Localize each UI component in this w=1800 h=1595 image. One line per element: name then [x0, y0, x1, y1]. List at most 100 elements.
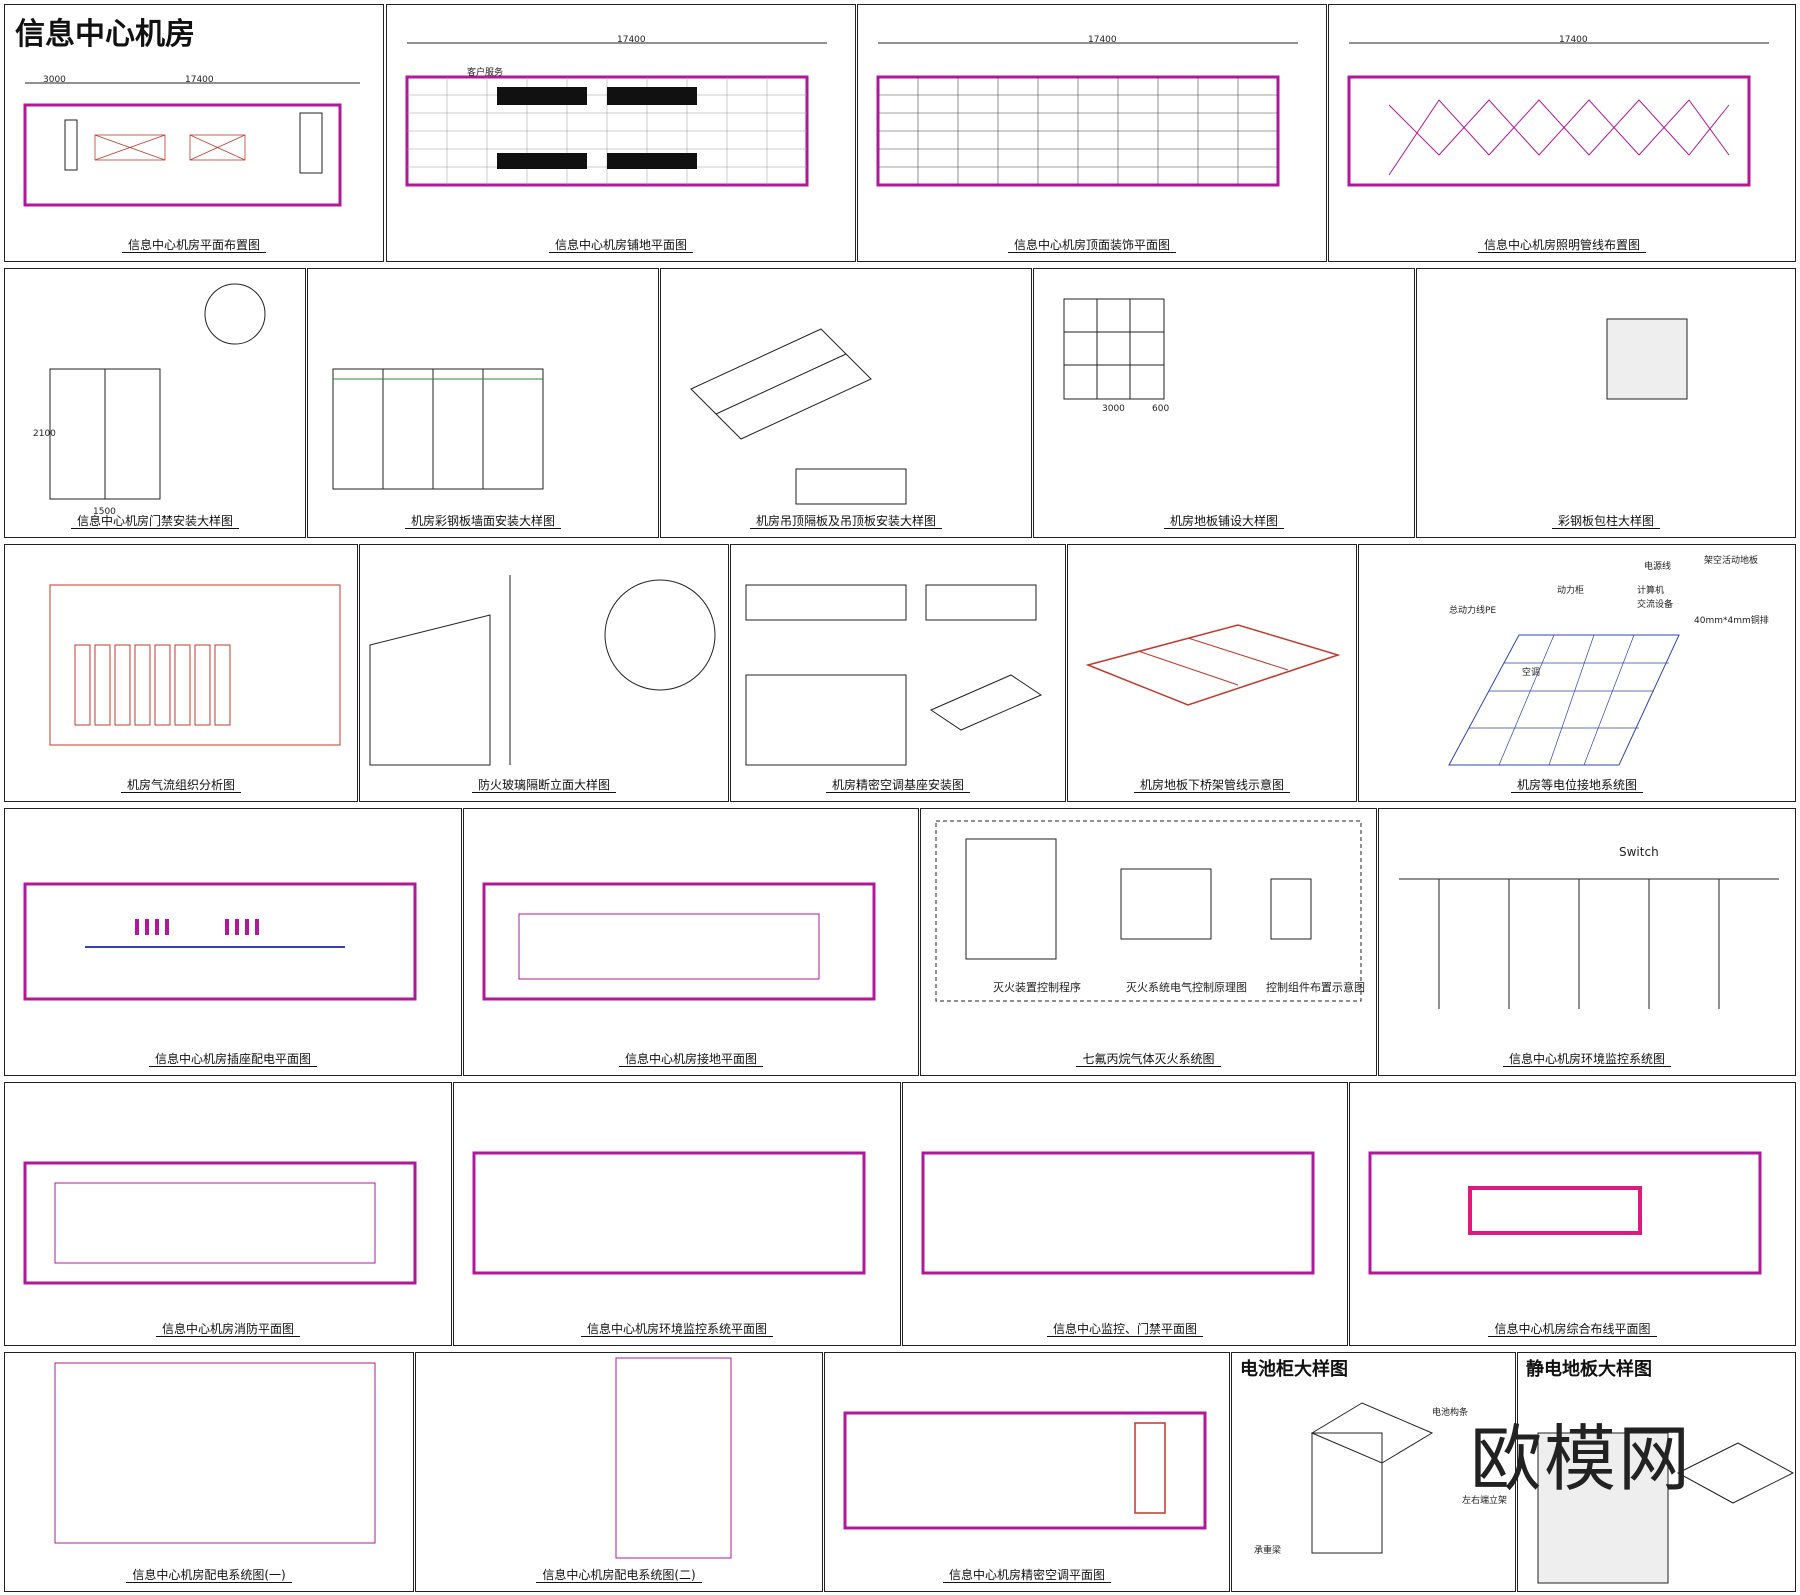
panel-cabling-plan: 信息中心机房综合布线平面图 [1349, 1082, 1796, 1346]
battery-label-b: 左右端立架 [1462, 1496, 1508, 1506]
fire-suppression-drawing [935, 820, 1362, 1002]
panel-title: 信息中心机房顶面装饰平面图 [858, 236, 1326, 253]
power-sys-2-drawing [615, 1357, 732, 1559]
label-power-line: 电源线 [1644, 562, 1672, 572]
panel-title: 机房吊顶隔板及吊顶板安装大样图 [661, 512, 1031, 529]
panel-raised-floor: 3000 600 机房地板铺设大样图 [1033, 268, 1415, 538]
grounding-drawing [1448, 634, 1680, 766]
switch-label: Switch [1619, 845, 1659, 859]
ceiling-drawing [876, 42, 1298, 187]
panel-lighting-plan: 17400 信息中心机房照明管线布置图 [1328, 4, 1796, 262]
glass-partition-drawing [369, 575, 716, 766]
panel-steel-wall: 机房彩钢板墙面安装大样图 [307, 268, 659, 538]
panel-env-plan: 信息中心机房环境监控系统平面图 [453, 1082, 901, 1346]
panel-ac-base: 机房精密空调基座安装图 [730, 544, 1066, 802]
battery-label-a: 电池构条 [1432, 1408, 1469, 1418]
panel-title: 信息中心机房配电系统图(二) [416, 1566, 822, 1583]
panel-security-plan: 信息中心监控、门禁平面图 [902, 1082, 1348, 1346]
column-wrap-drawing [1606, 318, 1688, 400]
panel-title: 防火玻璃隔断立面大样图 [360, 776, 728, 793]
flooring-drawing [405, 42, 827, 187]
label-computer: 计算机 [1637, 586, 1665, 596]
panel-title: 信息中心机房环境监控系统平面图 [454, 1320, 900, 1337]
panel-airflow: 机房气流组织分析图 [4, 544, 358, 802]
label-control-procedure: 灭火装置控制程序 [993, 981, 1081, 994]
steel-wall-drawing [332, 368, 544, 490]
panel-title: 信息中心机房消防平面图 [5, 1320, 451, 1337]
label-ac-equipment: 交流设备 [1637, 600, 1674, 610]
lighting-drawing [1347, 42, 1769, 187]
panel-title: 机房等电位接地系统图 [1359, 776, 1795, 793]
door-label: 客户服务 [467, 68, 504, 78]
panel-title: 七氟丙烷气体灭火系统图 [921, 1050, 1376, 1067]
floor-dim: 3000 [1102, 404, 1125, 414]
panel-title: 信息中心机房精密空调平面图 [825, 1566, 1229, 1583]
panel-column-wrap: 彩钢板包柱大样图 [1416, 268, 1796, 538]
panel-title: 信息中心机房环境监控系统图 [1379, 1050, 1795, 1067]
panel-grounding: 电源线 架空活动地板 动力柜 计算机 交流设备 空调 40mm*4mm铜排 总动… [1358, 544, 1796, 802]
panel-title: 信息中心机房平面布置图 [5, 236, 383, 253]
dim-total: 17400 [617, 35, 646, 45]
label-copper-bar: 40mm*4mm铜排 [1694, 616, 1769, 626]
panel-underfloor: 机房地板下桥架管线示意图 [1067, 544, 1357, 802]
panel-grounding-plan: 信息中心机房接地平面图 [463, 808, 919, 1076]
label-component-layout: 控制组件布置示意图 [1266, 981, 1365, 994]
battery-title: 电池柜大样图 [1240, 1359, 1348, 1380]
env-monitor-drawing [1399, 878, 1779, 1009]
label-pe-line: 总动力线PE [1449, 606, 1497, 616]
panel-static-floor: 静电地板大样图 [1517, 1352, 1796, 1592]
panel-title: 信息中心机房插座配电平面图 [5, 1050, 461, 1067]
door-drawing [49, 283, 266, 500]
panel-door-detail: 2100 1500 信息中心机房门禁安装大样图 [4, 268, 306, 538]
battery-label-c: 承重梁 [1254, 1546, 1282, 1556]
env-plan-drawing [472, 1151, 866, 1275]
floor-tile-dim: 600 [1152, 404, 1170, 414]
panel-title: 机房彩钢板墙面安装大样图 [308, 512, 658, 529]
panel-socket-plan: 信息中心机房插座配电平面图 [4, 808, 462, 1076]
battery-drawing [1310, 1402, 1434, 1554]
airflow-drawing [49, 584, 341, 746]
precision-ac-drawing [843, 1411, 1207, 1530]
panel-title: 机房精密空调基座安装图 [731, 776, 1065, 793]
door-height: 2100 [33, 429, 56, 439]
panel-title: 信息中心机房接地平面图 [464, 1050, 918, 1067]
raised-floor-drawing [1063, 298, 1165, 400]
door-width: 1500 [93, 507, 116, 517]
panel-battery: 电池柜大样图 电池构条 左右端立架 承重梁 [1231, 1352, 1516, 1592]
panel-fire-suppression: 灭火装置控制程序 灭火系统电气控制原理图 控制组件布置示意图 七氟丙烷气体灭火系… [920, 808, 1377, 1076]
dim-total: 17400 [1559, 35, 1588, 45]
label-air-con: 空调 [1522, 668, 1541, 678]
fire-plan-drawing [23, 1161, 417, 1285]
panel-power-sys-2: 信息中心机房配电系统图(二) [415, 1352, 823, 1592]
panel-title: 机房地板下桥架管线示意图 [1068, 776, 1356, 793]
panel-title: 信息中心机房门禁安装大样图 [5, 512, 305, 529]
panel-ceiling-plan: 17400 信息中心机房顶面装饰平面图 [857, 4, 1327, 262]
panel-title: 信息中心机房铺地平面图 [387, 236, 855, 253]
panel-floor-plan: 信息中心机房 3000 17400 信息中心机房平面布置图 [4, 4, 384, 262]
panel-ceiling-detail: 机房吊顶隔板及吊顶板安装大样图 [660, 268, 1032, 538]
panel-flooring-plan: 17400 客户服务 信息中心机房铺地平面图 [386, 4, 856, 262]
label-raised-floor: 架空活动地板 [1704, 556, 1759, 566]
grounding-plan-drawing [482, 882, 876, 1001]
panel-env-monitor: Switch 信息中心机房环境监控系统图 [1378, 808, 1796, 1076]
floor-plan-drawing [23, 82, 360, 207]
panel-title: 信息中心机房配电系统图(一) [5, 1566, 413, 1583]
cabling-plan-drawing [1368, 1151, 1762, 1275]
page-title: 信息中心机房 [15, 17, 195, 52]
underfloor-drawing [1085, 624, 1341, 706]
power-sys-1-drawing [54, 1362, 376, 1544]
panel-fire-plan: 信息中心机房消防平面图 [4, 1082, 452, 1346]
watermark: 欧模网 [1470, 1417, 1693, 1501]
panel-glass-partition: 防火玻璃隔断立面大样图 [359, 544, 729, 802]
panel-precision-ac: 信息中心机房精密空调平面图 [824, 1352, 1230, 1592]
label-power-cabinet: 动力柜 [1557, 586, 1585, 596]
panel-title: 信息中心监控、门禁平面图 [903, 1320, 1347, 1337]
ac-base-drawing [745, 584, 1043, 766]
ceiling-detail-drawing [690, 328, 907, 505]
dim-total: 17400 [185, 75, 214, 85]
panel-title: 信息中心机房照明管线布置图 [1329, 236, 1795, 253]
label-electrical-principle: 灭火系统电气控制原理图 [1126, 981, 1247, 994]
static-floor-drawing [1537, 1432, 1795, 1584]
static-floor-title: 静电地板大样图 [1526, 1359, 1652, 1380]
panel-power-sys-1: 信息中心机房配电系统图(一) [4, 1352, 414, 1592]
